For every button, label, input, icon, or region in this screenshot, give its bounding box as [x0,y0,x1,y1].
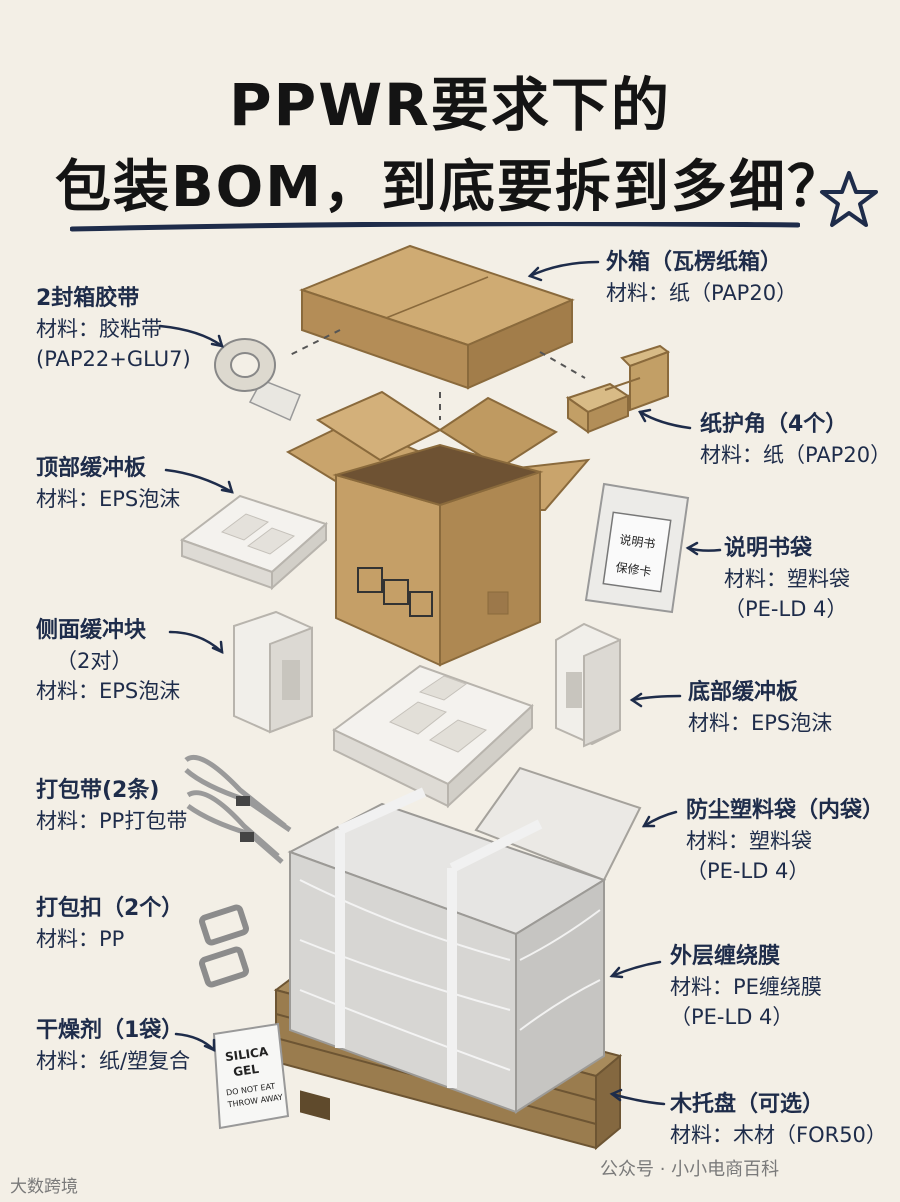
side-block-left [233,610,313,734]
pallet-label: 木托盘（可选） 材料：木材（FOR50） [670,1090,887,1150]
side-block-right [555,622,621,748]
title-line-1: PPWR要求下的 [229,71,671,139]
outer-box-material: 材料：纸（PAP20） [606,281,798,305]
tape-code: (PAP22+GLU7) [36,347,191,371]
manual-bag-material: 材料：塑料袋 [724,567,850,591]
strap-material: 材料：PP打包带 [36,809,188,833]
top-cushion-name: 顶部缓冲板 [36,456,147,481]
top-cushion-label: 顶部缓冲板 材料：EPS泡沫 [36,454,180,514]
dust-bag-label: 防尘塑料袋（内袋） 材料：塑料袋 （PE-LD 4） [686,796,884,886]
bottom-cushion-label: 底部缓冲板 材料：EPS泡沫 [688,678,832,738]
open-carton [285,390,591,667]
strap-name: 打包带(2条) [36,778,160,803]
side-block-name: 侧面缓冲块 [36,618,147,643]
corner-protectors [565,344,671,434]
manual-bag [584,482,690,614]
manual-bag-name: 说明书袋 [724,536,813,561]
top-cushion-material: 材料：EPS泡沫 [36,487,181,511]
dust-bag [474,766,642,882]
dust-bag-material: 材料：塑料袋 [686,829,812,853]
tape-roll [214,338,301,422]
manual-bag-code: （PE-LD 4） [724,597,848,621]
desiccant-name: 干燥剂（1袋） [36,1018,184,1043]
desiccant-text-2: GEL [232,1062,260,1079]
strap-label: 打包带(2条) 材料：PP打包带 [36,776,187,836]
top-cushion [179,494,328,591]
straps [184,754,292,864]
tape-label: 2封箱胶带 材料：胶粘带 (PAP22+GLU7) [36,284,191,374]
wrapped-goods [287,787,607,1114]
dust-bag-name: 防尘塑料袋（内袋） [686,798,885,823]
pallet-name: 木托盘（可选） [670,1092,825,1117]
stretch-film-name: 外层缠绕膜 [670,944,781,969]
buckle-label: 打包扣（2个） 材料：PP [36,894,183,954]
bottom-cushion-material: 材料：EPS泡沫 [688,711,833,735]
title-underline [70,222,800,232]
desiccant-pack [212,1022,290,1130]
desiccant-material: 材料：纸/塑复合 [36,1049,191,1073]
tape-name: 2封箱胶带 [36,286,140,311]
footer-watermark-right: 公众号 · 小小电商百科 [600,1159,780,1180]
buckle-name: 打包扣（2个） [36,896,184,921]
outer-box-lid [299,244,575,390]
corner-name: 纸护角（4个） [700,412,848,437]
corner-label: 纸护角（4个） 材料：纸（PAP20） [700,410,891,470]
desiccant-label: 干燥剂（1袋） 材料：纸/塑复合 [36,1016,190,1076]
stretch-film-code: （PE-LD 4） [670,1005,794,1029]
footer-watermark-left: 大数跨境 [10,1177,78,1197]
arrows [158,260,722,1106]
manual-bag-label: 说明书袋 材料：塑料袋 （PE-LD 4） [724,534,850,624]
side-block-qty: （2对） [56,649,133,673]
stretch-film-material: 材料：PE缠绕膜 [670,975,822,999]
buckle-material: 材料：PP [36,927,125,951]
star-icon [820,171,878,227]
manual-card-line-1: 说明书 [619,532,657,552]
title-line-2: 包装BOM，到底要拆到多细？ [54,155,845,220]
buckles [199,904,249,988]
dust-bag-code: （PE-LD 4） [686,859,810,883]
side-block-material: 材料：EPS泡沫 [36,679,181,703]
manual-card-line-2: 保修卡 [615,559,653,579]
outer-box-label: 外箱（瓦楞纸箱） 材料：纸（PAP20） [606,248,797,308]
tape-material: 材料：胶粘带 [36,317,162,341]
desiccant-text-1: SILICA [224,1044,270,1064]
pallet-material: 材料：木材（FOR50） [670,1123,887,1147]
bottom-cushion [332,664,534,809]
side-block-label: 侧面缓冲块 （2对） 材料：EPS泡沫 [36,616,180,706]
corner-material: 材料：纸（PAP20） [700,443,892,467]
bottom-cushion-name: 底部缓冲板 [688,680,799,705]
stretch-film-label: 外层缠绕膜 材料：PE缠绕膜 （PE-LD 4） [670,942,822,1032]
outer-box-name: 外箱（瓦楞纸箱） [606,250,783,275]
